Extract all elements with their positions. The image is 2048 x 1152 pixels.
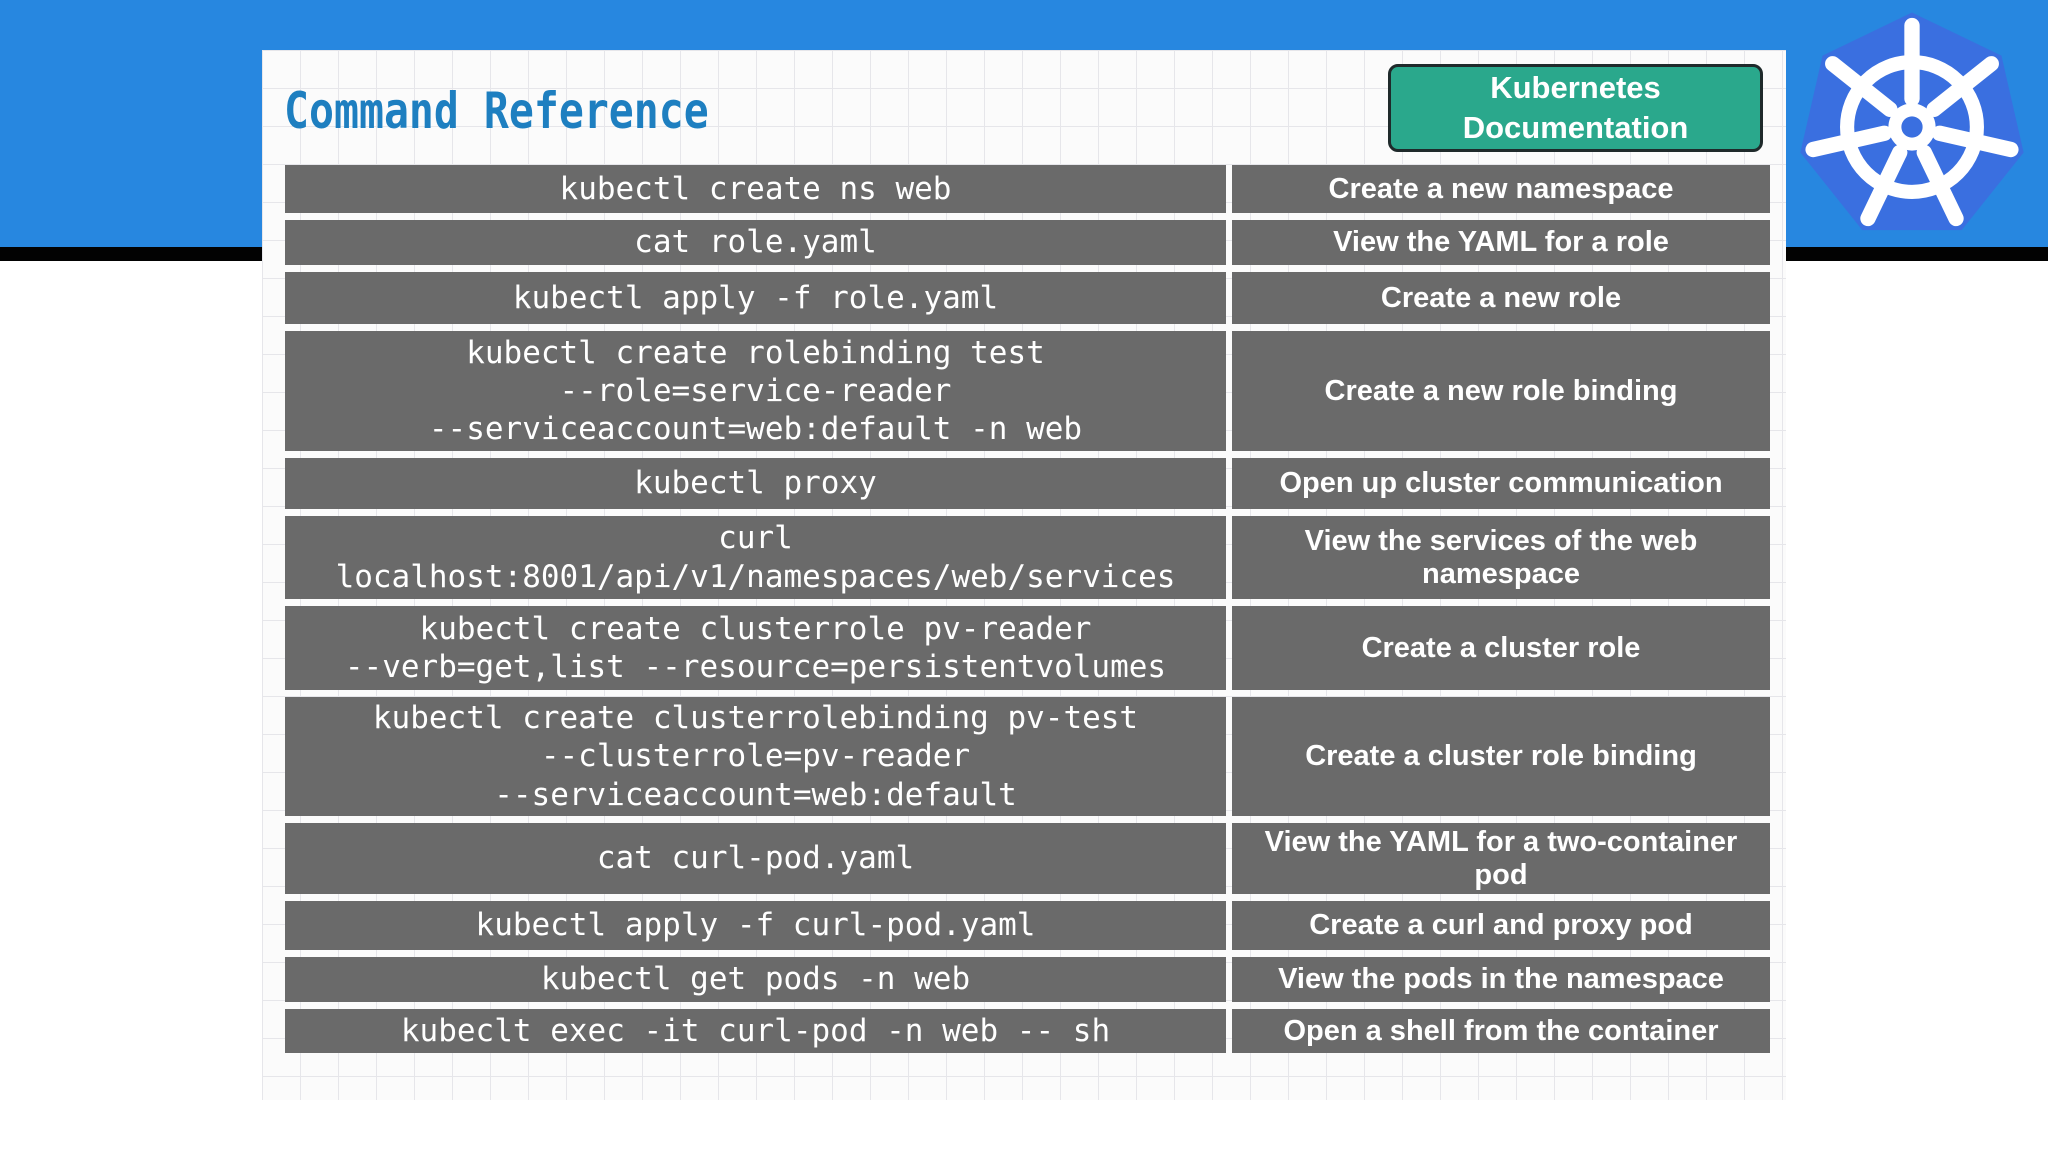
command-cell: curl localhost:8001/api/v1/namespaces/we… bbox=[285, 516, 1226, 599]
description-cell: Create a curl and proxy pod bbox=[1232, 901, 1770, 950]
description-cell: Create a cluster role bbox=[1232, 606, 1770, 690]
command-cell: kubectl get pods -n web bbox=[285, 957, 1226, 1002]
table-row: kubectl create clusterrolebinding pv-tes… bbox=[285, 697, 1770, 816]
description-cell: Create a new role binding bbox=[1232, 331, 1770, 451]
description-cell: Create a cluster role binding bbox=[1232, 697, 1770, 816]
kubernetes-documentation-button[interactable]: Kubernetes Documentation bbox=[1388, 64, 1763, 152]
command-cell: cat curl-pod.yaml bbox=[285, 823, 1226, 894]
description-cell: Open up cluster communication bbox=[1232, 458, 1770, 509]
doc-button-label: Kubernetes Documentation bbox=[1462, 70, 1689, 145]
logo-hub-hole bbox=[1901, 116, 1923, 138]
page-title: Command Reference bbox=[284, 82, 709, 140]
command-cell: kubectl create ns web bbox=[285, 165, 1226, 213]
command-cell: kubectl create clusterrolebinding pv-tes… bbox=[285, 697, 1226, 816]
table-row: kubectl create rolebinding test --role=s… bbox=[285, 331, 1770, 451]
description-cell: Create a new role bbox=[1232, 272, 1770, 324]
command-cell: kubectl apply -f role.yaml bbox=[285, 272, 1226, 324]
description-cell: Open a shell from the container bbox=[1232, 1009, 1770, 1053]
description-cell: View the pods in the namespace bbox=[1232, 957, 1770, 1002]
logo-wheel bbox=[1805, 17, 2019, 227]
description-cell: Create a new namespace bbox=[1232, 165, 1770, 213]
command-cell: kubeclt exec -it curl-pod -n web -- sh bbox=[285, 1009, 1226, 1053]
table-row: curl localhost:8001/api/v1/namespaces/we… bbox=[285, 516, 1770, 599]
grid-paper-panel: Command Reference Kubernetes Documentati… bbox=[262, 50, 1786, 1100]
command-cell: cat role.yaml bbox=[285, 220, 1226, 265]
description-cell: View the YAML for a role bbox=[1232, 220, 1770, 265]
description-cell: View the YAML for a two-container pod bbox=[1232, 823, 1770, 894]
kubernetes-logo-icon bbox=[1800, 12, 2024, 231]
command-cell: kubectl proxy bbox=[285, 458, 1226, 509]
command-cell: kubectl apply -f curl-pod.yaml bbox=[285, 901, 1226, 950]
command-cell: kubectl create rolebinding test --role=s… bbox=[285, 331, 1226, 451]
description-cell: View the services of the web namespace bbox=[1232, 516, 1770, 599]
table-row: kubectl create clusterrole pv-reader --v… bbox=[285, 606, 1770, 690]
command-cell: kubectl create clusterrole pv-reader --v… bbox=[285, 606, 1226, 690]
